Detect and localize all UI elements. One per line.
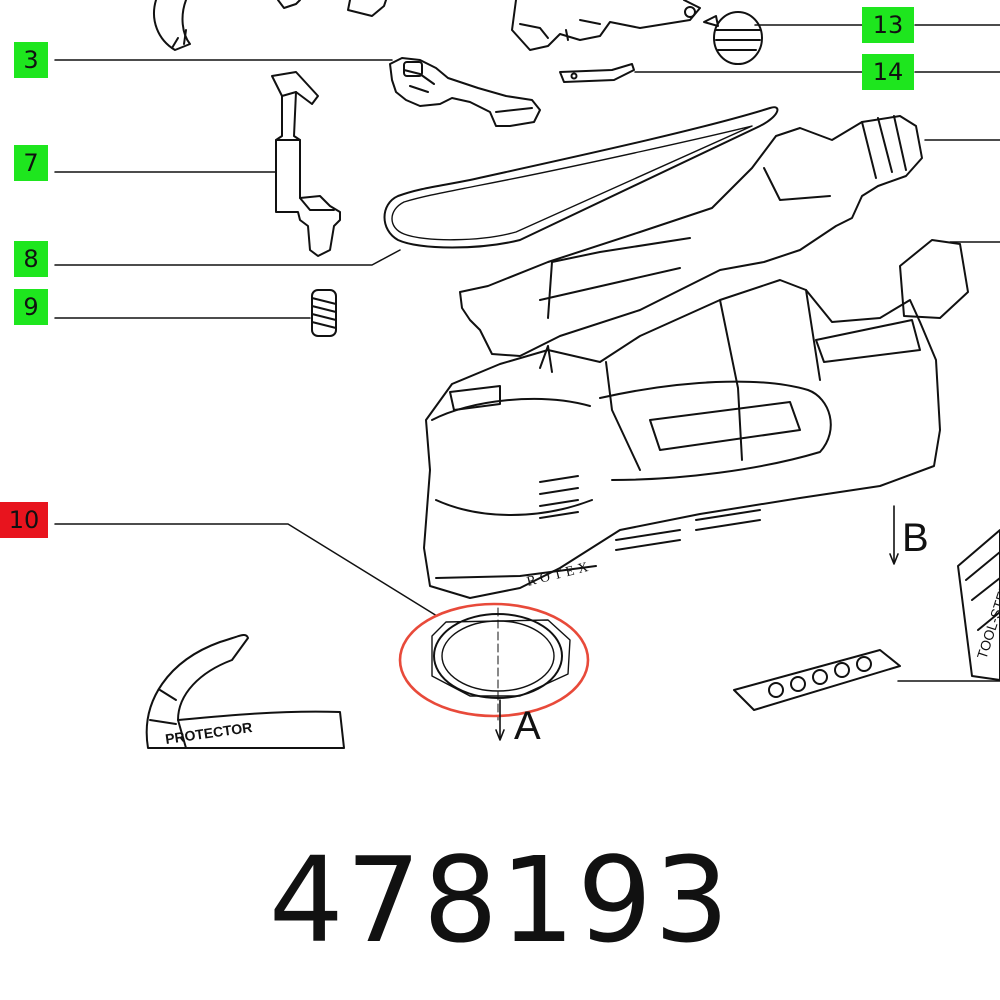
part-3-latch	[389, 57, 541, 127]
extraction-duct	[459, 115, 923, 357]
part-number: 478193	[268, 831, 732, 969]
callout-14: 14	[862, 54, 914, 90]
part-10-highlight-circle	[398, 602, 590, 718]
housing-brand-text: ROTEX	[525, 559, 593, 590]
part-top-left-fragment	[153, 0, 387, 51]
part-protector-guard	[145, 634, 345, 749]
part-8-belt	[383, 106, 779, 249]
part-14-clip	[559, 63, 635, 83]
part-parameter-sticker	[733, 649, 901, 711]
view-arrow-b	[889, 505, 899, 565]
callout-9: 9	[14, 289, 48, 325]
callout-10: 10	[0, 502, 48, 538]
callout-13: 13	[862, 7, 914, 43]
view-arrow-a	[495, 699, 505, 741]
part-13-knob	[703, 11, 763, 65]
callout-8: 8	[14, 241, 48, 277]
part-7-bracket	[271, 71, 341, 257]
callout-3: 3	[14, 42, 48, 78]
part-9-spring	[311, 289, 337, 337]
view-label-a: A	[514, 704, 541, 748]
leader-lines	[54, 24, 1000, 682]
sander-housing	[423, 239, 969, 599]
view-label-b: B	[902, 516, 929, 560]
part-label-strip	[957, 529, 1000, 681]
protector-text: PROTECTOR	[164, 719, 253, 747]
exploded-parts-diagram: ROTEX PROTECTOR TOOL-STEEL	[54, 0, 1000, 749]
callout-7: 7	[14, 145, 48, 181]
part-10-retaining-ring	[431, 607, 571, 721]
part-top-mechanism	[511, 0, 701, 51]
sticker-text: TOOL-STEEL	[974, 573, 1000, 661]
